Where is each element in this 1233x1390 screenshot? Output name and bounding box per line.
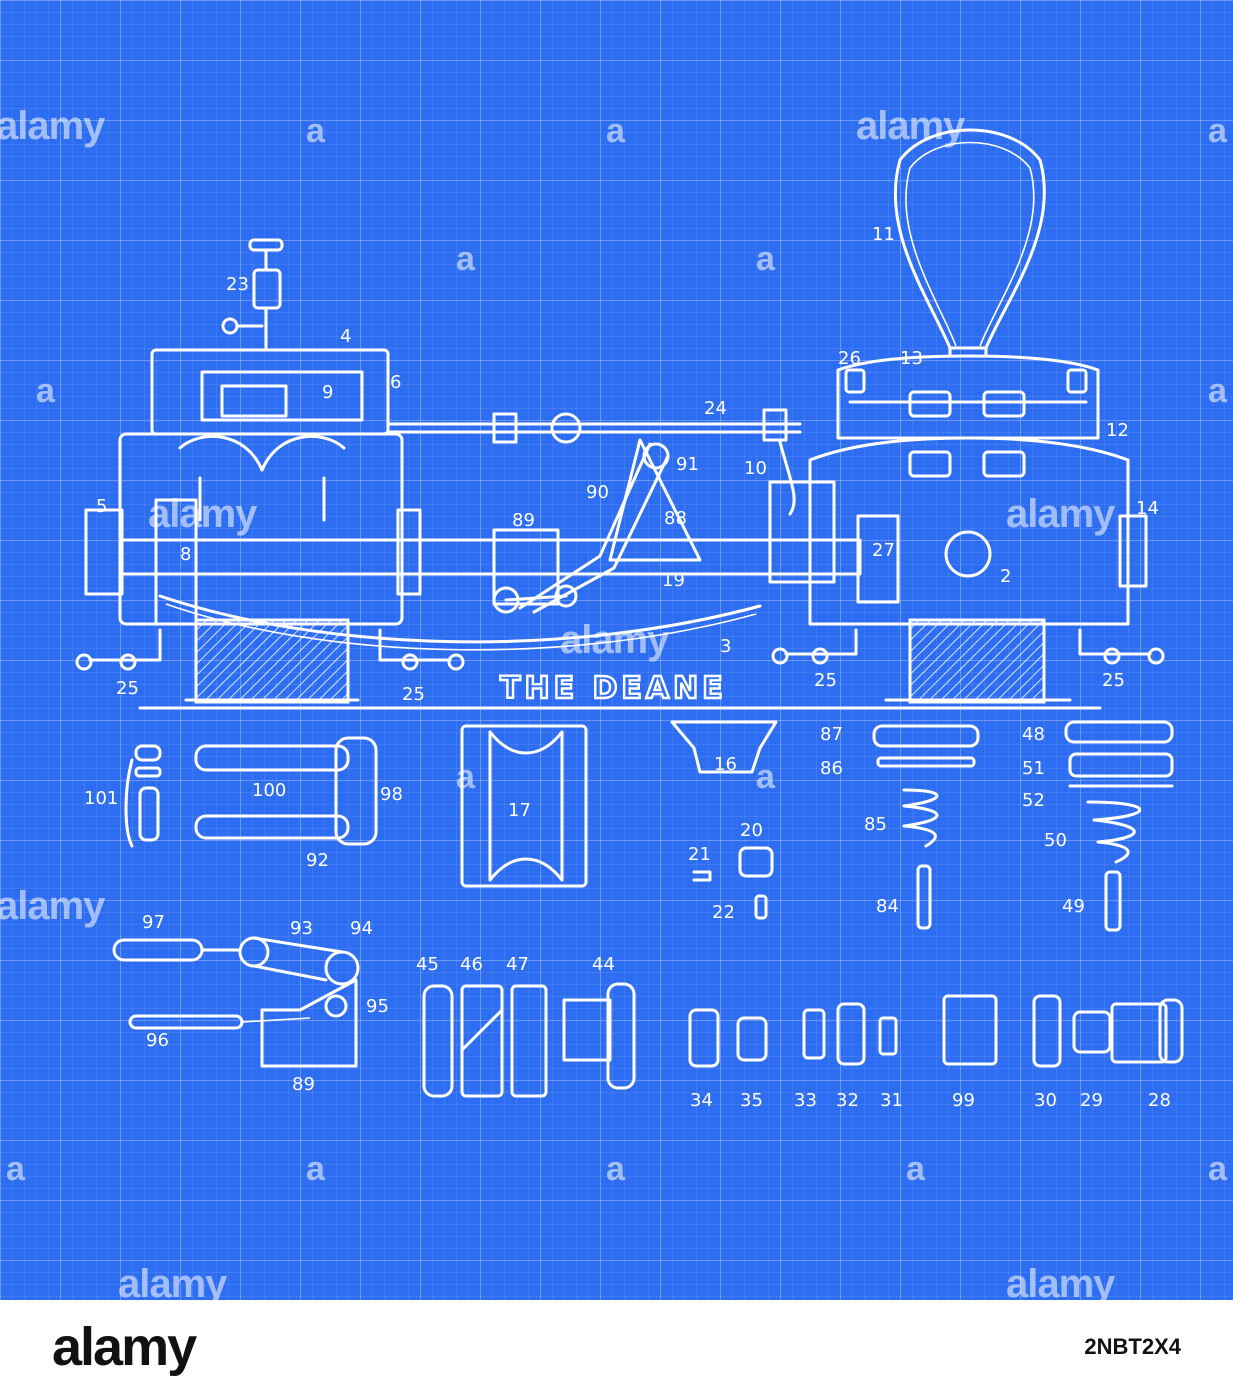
watermark-mark: a <box>306 112 325 150</box>
label: 98 <box>380 784 403 805</box>
label: 8 <box>180 544 191 565</box>
watermark-mark: a <box>6 1150 25 1188</box>
pump-body <box>808 128 1148 704</box>
label: 22 <box>712 902 735 923</box>
label: 89 <box>512 510 535 531</box>
label: 88 <box>664 508 687 529</box>
label: 19 <box>662 570 685 591</box>
label: 26 <box>838 348 861 369</box>
label: 28 <box>1148 1090 1171 1111</box>
watermark-mark: a <box>1208 112 1227 150</box>
label: 89 <box>292 1074 315 1095</box>
watermark-mark: a <box>1208 1150 1227 1188</box>
pump-drawing: THE DEANE <box>75 128 1184 1111</box>
steam-cylinder <box>84 348 422 704</box>
label: 92 <box>306 850 329 871</box>
label: 12 <box>1106 420 1129 441</box>
label: 101 <box>84 788 118 809</box>
label: 23 <box>226 274 249 295</box>
watermark-mark: a <box>606 1150 625 1188</box>
label: 52 <box>1022 790 1045 811</box>
watermark-text: alamy <box>1006 492 1115 536</box>
label: 85 <box>864 814 887 835</box>
label: 27 <box>872 540 895 561</box>
watermark-text: alamy <box>856 104 965 148</box>
label: 31 <box>880 1090 903 1111</box>
label: 47 <box>506 954 529 975</box>
label: 14 <box>1136 498 1159 519</box>
label: 21 <box>688 844 711 865</box>
steam-valve <box>221 238 284 352</box>
label: 6 <box>390 372 401 393</box>
label: 91 <box>676 454 699 475</box>
label: 87 <box>820 724 843 745</box>
label: 11 <box>872 224 895 245</box>
label: 13 <box>900 348 923 369</box>
watermark-mark: a <box>456 240 475 278</box>
label: 2 <box>1000 566 1011 587</box>
watermark-text: alamy <box>560 618 669 662</box>
label: 29 <box>1080 1090 1103 1111</box>
label: 9 <box>322 382 333 403</box>
watermark-text: alamy <box>0 104 105 148</box>
label: 99 <box>952 1090 975 1111</box>
parts-row-2 <box>112 936 1184 1098</box>
label: 86 <box>820 758 843 779</box>
label: 25 <box>1102 670 1125 691</box>
label: 16 <box>714 754 737 775</box>
label: 20 <box>740 820 763 841</box>
nameplate: THE DEANE <box>500 671 727 706</box>
watermark-mark: a <box>906 1150 925 1188</box>
watermark-mark: a <box>36 372 55 410</box>
label: 45 <box>416 954 439 975</box>
label: 30 <box>1034 1090 1057 1111</box>
label: 34 <box>690 1090 713 1111</box>
label: 25 <box>402 684 425 705</box>
label: 35 <box>740 1090 763 1111</box>
stock-id: 2NBT2X4 <box>1084 1334 1181 1359</box>
label: 49 <box>1062 896 1085 917</box>
watermark-mark: a <box>1208 372 1227 410</box>
label: 100 <box>252 780 286 801</box>
watermark-text: alamy <box>0 884 105 928</box>
label: 24 <box>704 398 727 419</box>
label: 25 <box>116 678 139 699</box>
label: 50 <box>1044 830 1067 851</box>
label: 97 <box>142 912 165 933</box>
label: 5 <box>96 496 107 517</box>
label: 4 <box>340 326 351 347</box>
parts-row-1 <box>124 720 1174 932</box>
label: 17 <box>508 800 531 821</box>
label: 10 <box>744 458 767 479</box>
watermark-mark: a <box>306 1150 325 1188</box>
watermark-text: alamy <box>1006 1262 1115 1300</box>
watermark-mark: a <box>756 240 775 278</box>
brand-logo[interactable]: alamy <box>52 1317 197 1377</box>
label: 95 <box>366 996 389 1017</box>
watermark-mark: a <box>606 112 625 150</box>
label: 44 <box>592 954 615 975</box>
label: 32 <box>836 1090 859 1111</box>
label: 48 <box>1022 724 1045 745</box>
label: 46 <box>460 954 483 975</box>
footer-bar: alamy 2NBT2X4 <box>0 1300 1233 1390</box>
label: 3 <box>720 636 731 657</box>
blueprint-panel: alamy alamy alamy alamy alamy alamy alam… <box>0 0 1233 1300</box>
watermark-text: alamy <box>118 1262 227 1300</box>
watermark-mark: a <box>756 758 775 796</box>
callout-labels: 23 4 9 6 24 91 10 26 13 11 12 14 5 8 89 … <box>84 224 1171 1111</box>
label: 33 <box>794 1090 817 1111</box>
label: 96 <box>146 1030 169 1051</box>
label: 94 <box>350 918 373 939</box>
label: 93 <box>290 918 313 939</box>
label: 25 <box>814 670 837 691</box>
label: 90 <box>586 482 609 503</box>
piston-rod <box>118 408 862 651</box>
drain-valves <box>75 628 1165 671</box>
label: 51 <box>1022 758 1045 779</box>
label: 84 <box>876 896 899 917</box>
